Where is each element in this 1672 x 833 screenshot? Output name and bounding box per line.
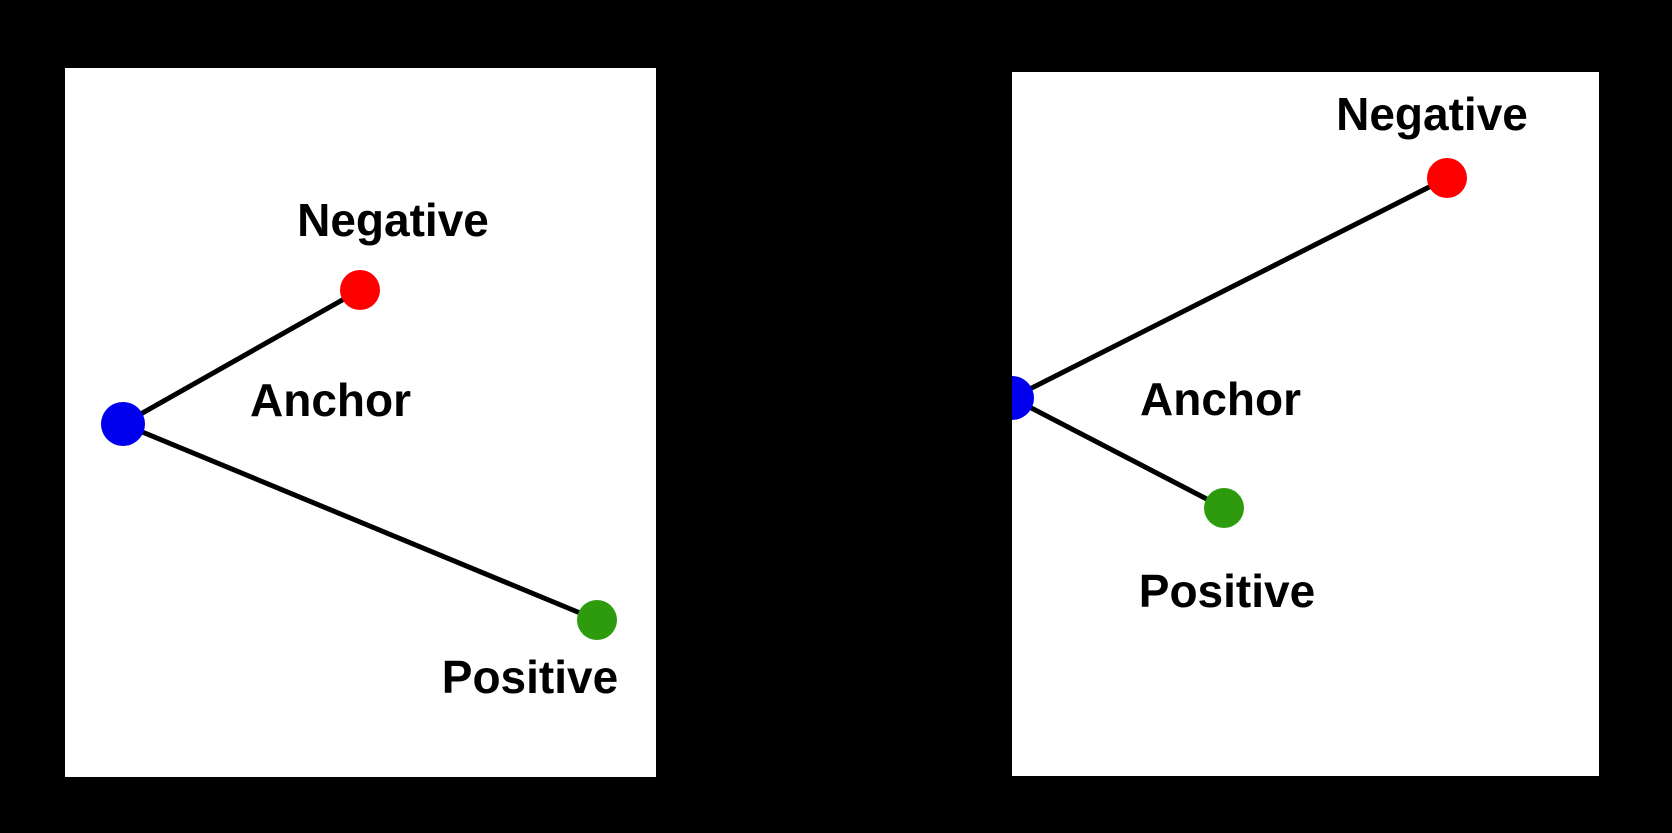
label-negative-left: Negative bbox=[297, 194, 489, 246]
points-group-right bbox=[1012, 158, 1467, 528]
labels-group-left: Negative Anchor Positive bbox=[250, 194, 618, 703]
point-anchor-right bbox=[1012, 376, 1034, 420]
edge-anchor-positive-right bbox=[1012, 395, 1226, 511]
label-anchor-left: Anchor bbox=[250, 374, 411, 426]
label-positive-left: Positive bbox=[442, 651, 618, 703]
points-group-left bbox=[101, 270, 617, 640]
panel-after-svg: Negative Anchor Positive bbox=[1012, 88, 1528, 617]
panel-after-learning: Negative Anchor Positive bbox=[1012, 72, 1599, 776]
edges-group-right bbox=[1012, 175, 1449, 511]
label-positive-right: Positive bbox=[1139, 565, 1315, 617]
labels-group-right: Negative Anchor Positive bbox=[1139, 88, 1528, 617]
edge-anchor-negative-right bbox=[1012, 175, 1449, 401]
point-negative-left bbox=[340, 270, 380, 310]
edge-anchor-negative-left bbox=[121, 287, 362, 427]
panel-before-svg: Negative Anchor Positive bbox=[101, 194, 618, 703]
point-positive-left bbox=[577, 600, 617, 640]
edge-anchor-positive-left bbox=[122, 421, 598, 623]
point-positive-right bbox=[1204, 488, 1244, 528]
label-negative-right: Negative bbox=[1336, 88, 1528, 140]
point-negative-right bbox=[1427, 158, 1467, 198]
edges-group-left bbox=[121, 287, 598, 623]
label-anchor-right: Anchor bbox=[1140, 373, 1301, 425]
panel-before-learning: Negative Anchor Positive bbox=[65, 68, 656, 777]
point-anchor-left bbox=[101, 402, 145, 446]
